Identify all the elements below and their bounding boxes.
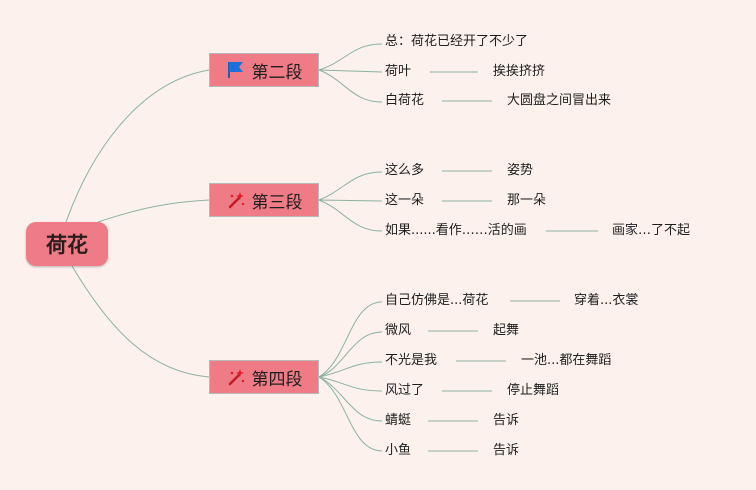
connector-b1-item-3 — [318, 69, 383, 103]
magic-wand-icon — [226, 367, 246, 387]
leaf-topic[interactable]: 蜻蜓 — [385, 413, 412, 428]
leaf-detail[interactable]: 告诉 — [493, 413, 520, 428]
connector-b3-item-3 — [318, 361, 383, 378]
branch-label-1: 第二段 — [251, 62, 303, 83]
leaf-detail[interactable]: 姿势 — [507, 163, 534, 178]
branch-node-1[interactable]: 第二段 — [209, 53, 319, 87]
connector-root-branch-2 — [97, 199, 210, 223]
blue-flag-icon — [226, 60, 246, 80]
leaf-topic[interactable]: 总：荷花已经开了不少了 — [385, 34, 529, 49]
branch-node-3[interactable]: 第四段 — [209, 360, 319, 394]
leaf-detail[interactable]: 告诉 — [493, 443, 520, 458]
leaf-topic[interactable]: 不光是我 — [385, 353, 438, 368]
connector-root-branch-3 — [71, 265, 210, 378]
connector-b3-item-6 — [318, 376, 383, 452]
leaf-topic[interactable]: 微风 — [385, 323, 412, 338]
leaf-topic[interactable]: 如果......看作……活的画 — [385, 223, 527, 238]
branch-label-2: 第三段 — [251, 192, 303, 213]
leaf-detail[interactable]: 那一朵 — [507, 193, 547, 208]
connector-b1-item-1 — [318, 43, 383, 71]
connector-b3-item-1 — [318, 301, 383, 378]
root-label: 荷花 — [46, 233, 88, 257]
connector-b2-item-2 — [318, 199, 383, 202]
connector-b2-item-1 — [318, 171, 383, 201]
leaf-topic[interactable]: 自己仿佛是...荷花 — [385, 293, 489, 308]
connector-b3-item-2 — [318, 331, 383, 378]
connector-b3-item-5 — [318, 376, 383, 422]
leaf-detail[interactable]: 大圆盘之间冒出来 — [507, 93, 612, 108]
connector-b2-item-3 — [318, 199, 383, 232]
magic-wand-icon — [226, 190, 246, 210]
leaf-detail[interactable]: 画家…了不起 — [612, 223, 691, 238]
leaf-topic[interactable]: 白荷花 — [385, 93, 425, 108]
leaf-detail[interactable]: 穿着...衣裳 — [574, 293, 639, 308]
leaf-topic[interactable]: 风过了 — [385, 383, 425, 398]
leaf-detail[interactable]: 起舞 — [493, 323, 520, 338]
connector-b1-item-2 — [318, 69, 383, 73]
connector-root-branch-1 — [65, 69, 210, 223]
connector-b3-item-4 — [318, 376, 383, 392]
leaf-detail[interactable]: 挨挨挤挤 — [493, 64, 546, 79]
leaf-topic[interactable]: 荷叶 — [385, 64, 412, 79]
leaf-detail[interactable]: 停止舞蹈 — [507, 383, 560, 398]
leaf-topic[interactable]: 小鱼 — [385, 443, 412, 458]
branch-node-2[interactable]: 第三段 — [209, 183, 319, 217]
branch-label-3: 第四段 — [251, 369, 303, 390]
leaf-topic[interactable]: 这么多 — [385, 163, 425, 178]
leaf-topic[interactable]: 这一朵 — [385, 193, 425, 208]
leaf-detail[interactable]: 一池...都在舞蹈 — [521, 353, 612, 368]
root-node[interactable]: 荷花 — [26, 222, 108, 266]
